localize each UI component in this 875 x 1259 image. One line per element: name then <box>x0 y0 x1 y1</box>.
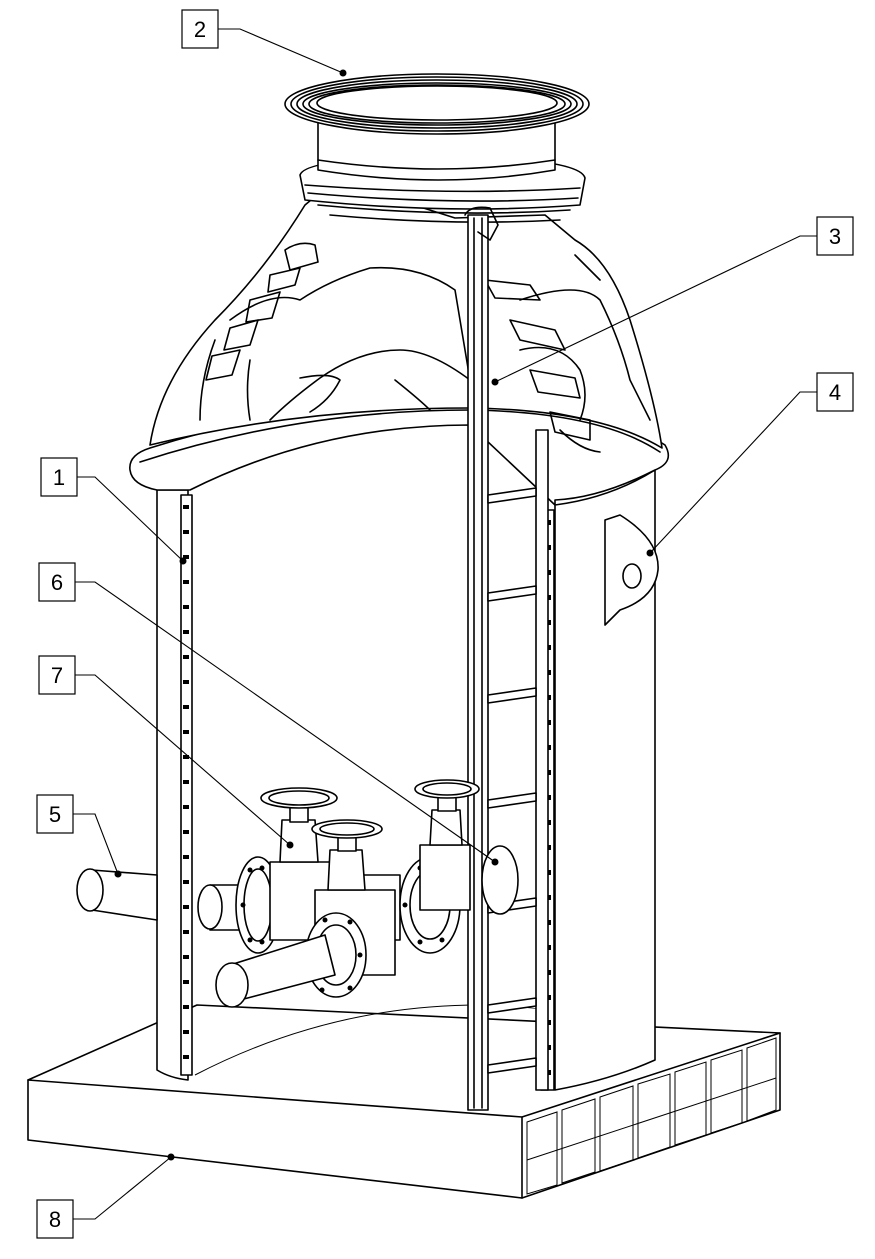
callout-6: 6 <box>38 562 76 602</box>
valve-assembly <box>197 779 519 1008</box>
callout-7-label: 7 <box>51 663 63 688</box>
ladder <box>464 206 549 1111</box>
top-neck-and-hatch <box>284 73 590 181</box>
callout-8: 8 <box>36 1199 74 1239</box>
callout-4-label: 4 <box>829 380 841 405</box>
callout-1: 1 <box>40 457 78 497</box>
inlet-pipe <box>76 868 158 921</box>
leader-dots <box>114 69 654 1161</box>
callout-5-label: 5 <box>49 802 61 827</box>
callout-5: 5 <box>36 794 74 834</box>
left-rib-strip <box>180 494 193 1076</box>
callout-6-label: 6 <box>51 570 63 595</box>
callout-8-label: 8 <box>49 1207 61 1232</box>
callout-2: 2 <box>181 9 219 49</box>
base-plate <box>27 1004 781 1199</box>
callout-7: 7 <box>38 655 76 695</box>
callout-4: 4 <box>816 372 854 412</box>
leader-lines <box>73 28 817 1220</box>
callout-1-label: 1 <box>53 465 65 490</box>
base-plate-cells <box>526 1037 777 1195</box>
dome-cover <box>129 155 670 506</box>
callout-2-label: 2 <box>194 17 206 42</box>
lifting-lug <box>604 514 659 626</box>
callout-3: 3 <box>816 216 854 256</box>
callout-3-label: 3 <box>829 224 841 249</box>
